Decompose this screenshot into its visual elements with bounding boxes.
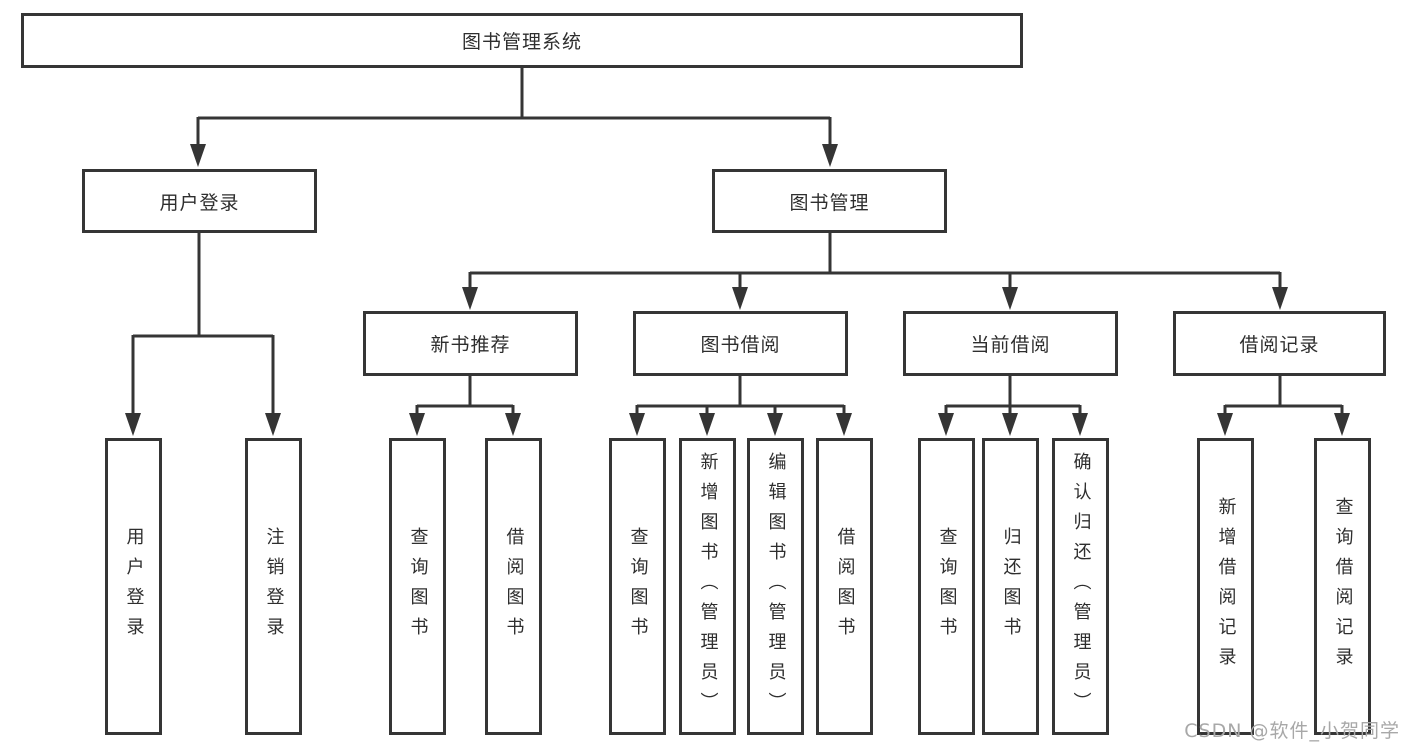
leaf-label: 查询图书	[627, 526, 649, 647]
leaf-bb-add-book-admin: 新增图书（管理员）	[679, 438, 736, 735]
arrowheads	[125, 144, 1350, 436]
leaf-br-query-record: 查询借阅记录	[1314, 438, 1371, 735]
leaf-label: 查询借阅记录	[1332, 496, 1354, 677]
leaf-label: 借阅图书	[834, 526, 856, 647]
leaf-bb-edit-book-admin: 编辑图书（管理员）	[747, 438, 804, 735]
node-current-borrow: 当前借阅	[903, 311, 1118, 376]
leaf-label: 确认归还（管理员）	[1070, 451, 1092, 722]
leaf-bb-query-books: 查询图书	[609, 438, 666, 735]
leaf-cb-confirm-return-admin: 确认归还（管理员）	[1052, 438, 1109, 735]
node-new-book-recommend: 新书推荐	[363, 311, 578, 376]
leaf-label: 查询图书	[936, 526, 958, 647]
leaf-label: 新增借阅记录	[1215, 496, 1237, 677]
leaf-label: 查询图书	[407, 526, 429, 647]
node-book-borrow: 图书借阅	[633, 311, 848, 376]
node-user-login: 用户登录	[82, 169, 317, 233]
leaf-nbr-borrow-book: 借阅图书	[485, 438, 542, 735]
watermark: CSDN @软件_小贺同学	[1184, 720, 1400, 742]
node-book-management: 图书管理	[712, 169, 947, 233]
leaf-br-add-record: 新增借阅记录	[1197, 438, 1254, 735]
leaf-cb-query-books: 查询图书	[918, 438, 975, 735]
leaf-user-login: 用户登录	[105, 438, 162, 735]
node-root-library-management-system: 图书管理系统	[21, 13, 1023, 68]
leaf-logout: 注销登录	[245, 438, 302, 735]
node-borrow-records: 借阅记录	[1173, 311, 1386, 376]
leaf-label: 新增图书（管理员）	[697, 451, 719, 722]
leaf-label: 借阅图书	[503, 526, 525, 647]
leaf-label: 用户登录	[123, 526, 145, 647]
leaf-nbr-query-books: 查询图书	[389, 438, 446, 735]
leaf-label: 注销登录	[263, 526, 285, 647]
leaf-cb-return-book: 归还图书	[982, 438, 1039, 735]
leaf-label: 编辑图书（管理员）	[765, 451, 787, 722]
leaf-bb-borrow-book: 借阅图书	[816, 438, 873, 735]
leaf-label: 归还图书	[1000, 526, 1022, 647]
